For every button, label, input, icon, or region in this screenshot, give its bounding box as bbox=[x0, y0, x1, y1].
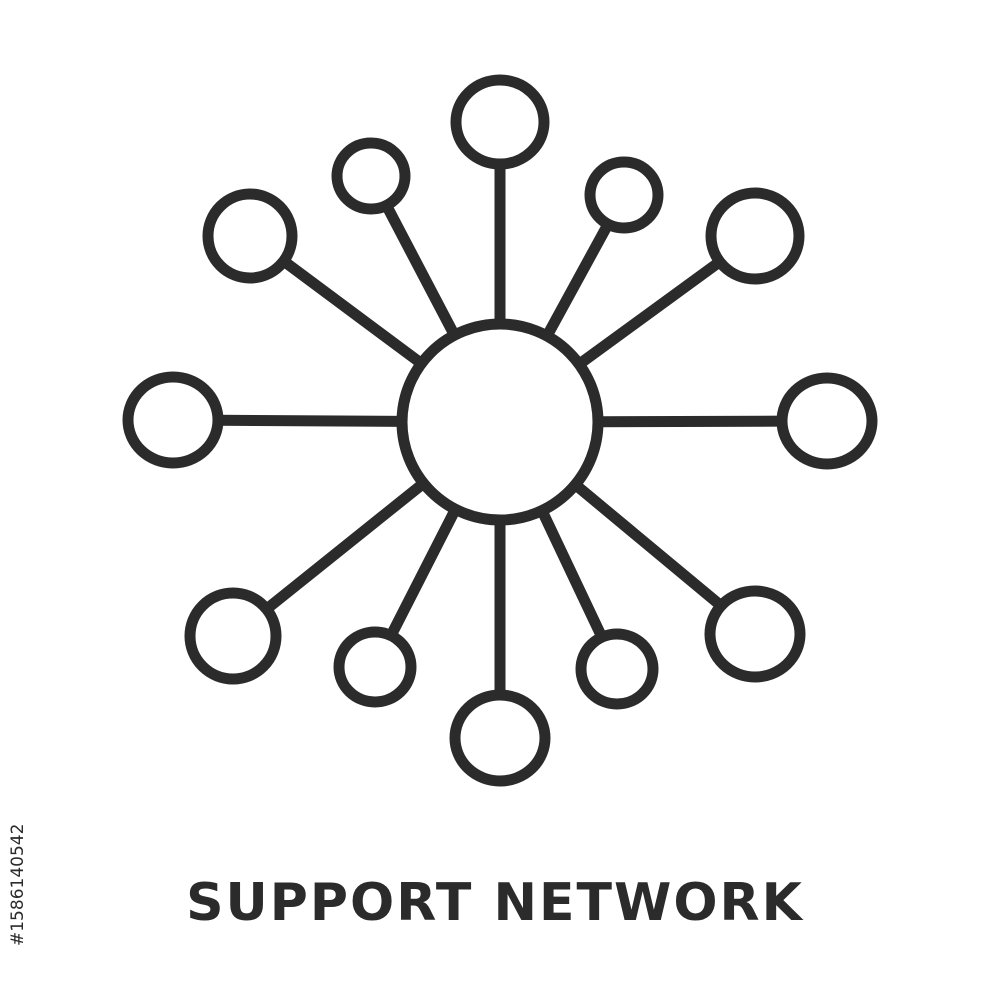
node-bottom bbox=[449, 689, 551, 787]
node-upper-right-small bbox=[584, 156, 664, 234]
node-lower-right-small bbox=[575, 628, 659, 710]
stock-id: #1586140542 bbox=[8, 823, 28, 946]
link-left bbox=[212, 414, 408, 427]
node-upper-left-small bbox=[331, 137, 411, 215]
link-upper-left bbox=[278, 255, 427, 370]
node-left bbox=[122, 371, 224, 469]
node-lower-right bbox=[704, 585, 806, 683]
link-lower-right bbox=[569, 479, 726, 611]
link-right bbox=[592, 415, 788, 428]
node-upper-left bbox=[202, 188, 298, 284]
network-nodes bbox=[122, 74, 878, 787]
node-right bbox=[776, 372, 878, 470]
node-top bbox=[450, 74, 550, 170]
node-lower-left bbox=[184, 587, 282, 685]
network-links bbox=[212, 160, 788, 699]
link-lower-left-small bbox=[385, 503, 461, 641]
link-upper-right bbox=[573, 256, 725, 370]
link-upper-right-small bbox=[541, 219, 614, 342]
icon-title: SUPPORT NETWORK bbox=[186, 873, 804, 933]
link-upper-left-small bbox=[381, 200, 460, 341]
hub-node bbox=[396, 318, 604, 526]
link-lower-left bbox=[261, 477, 430, 615]
node-upper-right bbox=[705, 187, 805, 285]
node-lower-left-small bbox=[333, 626, 417, 708]
link-lower-right-small bbox=[536, 505, 608, 642]
